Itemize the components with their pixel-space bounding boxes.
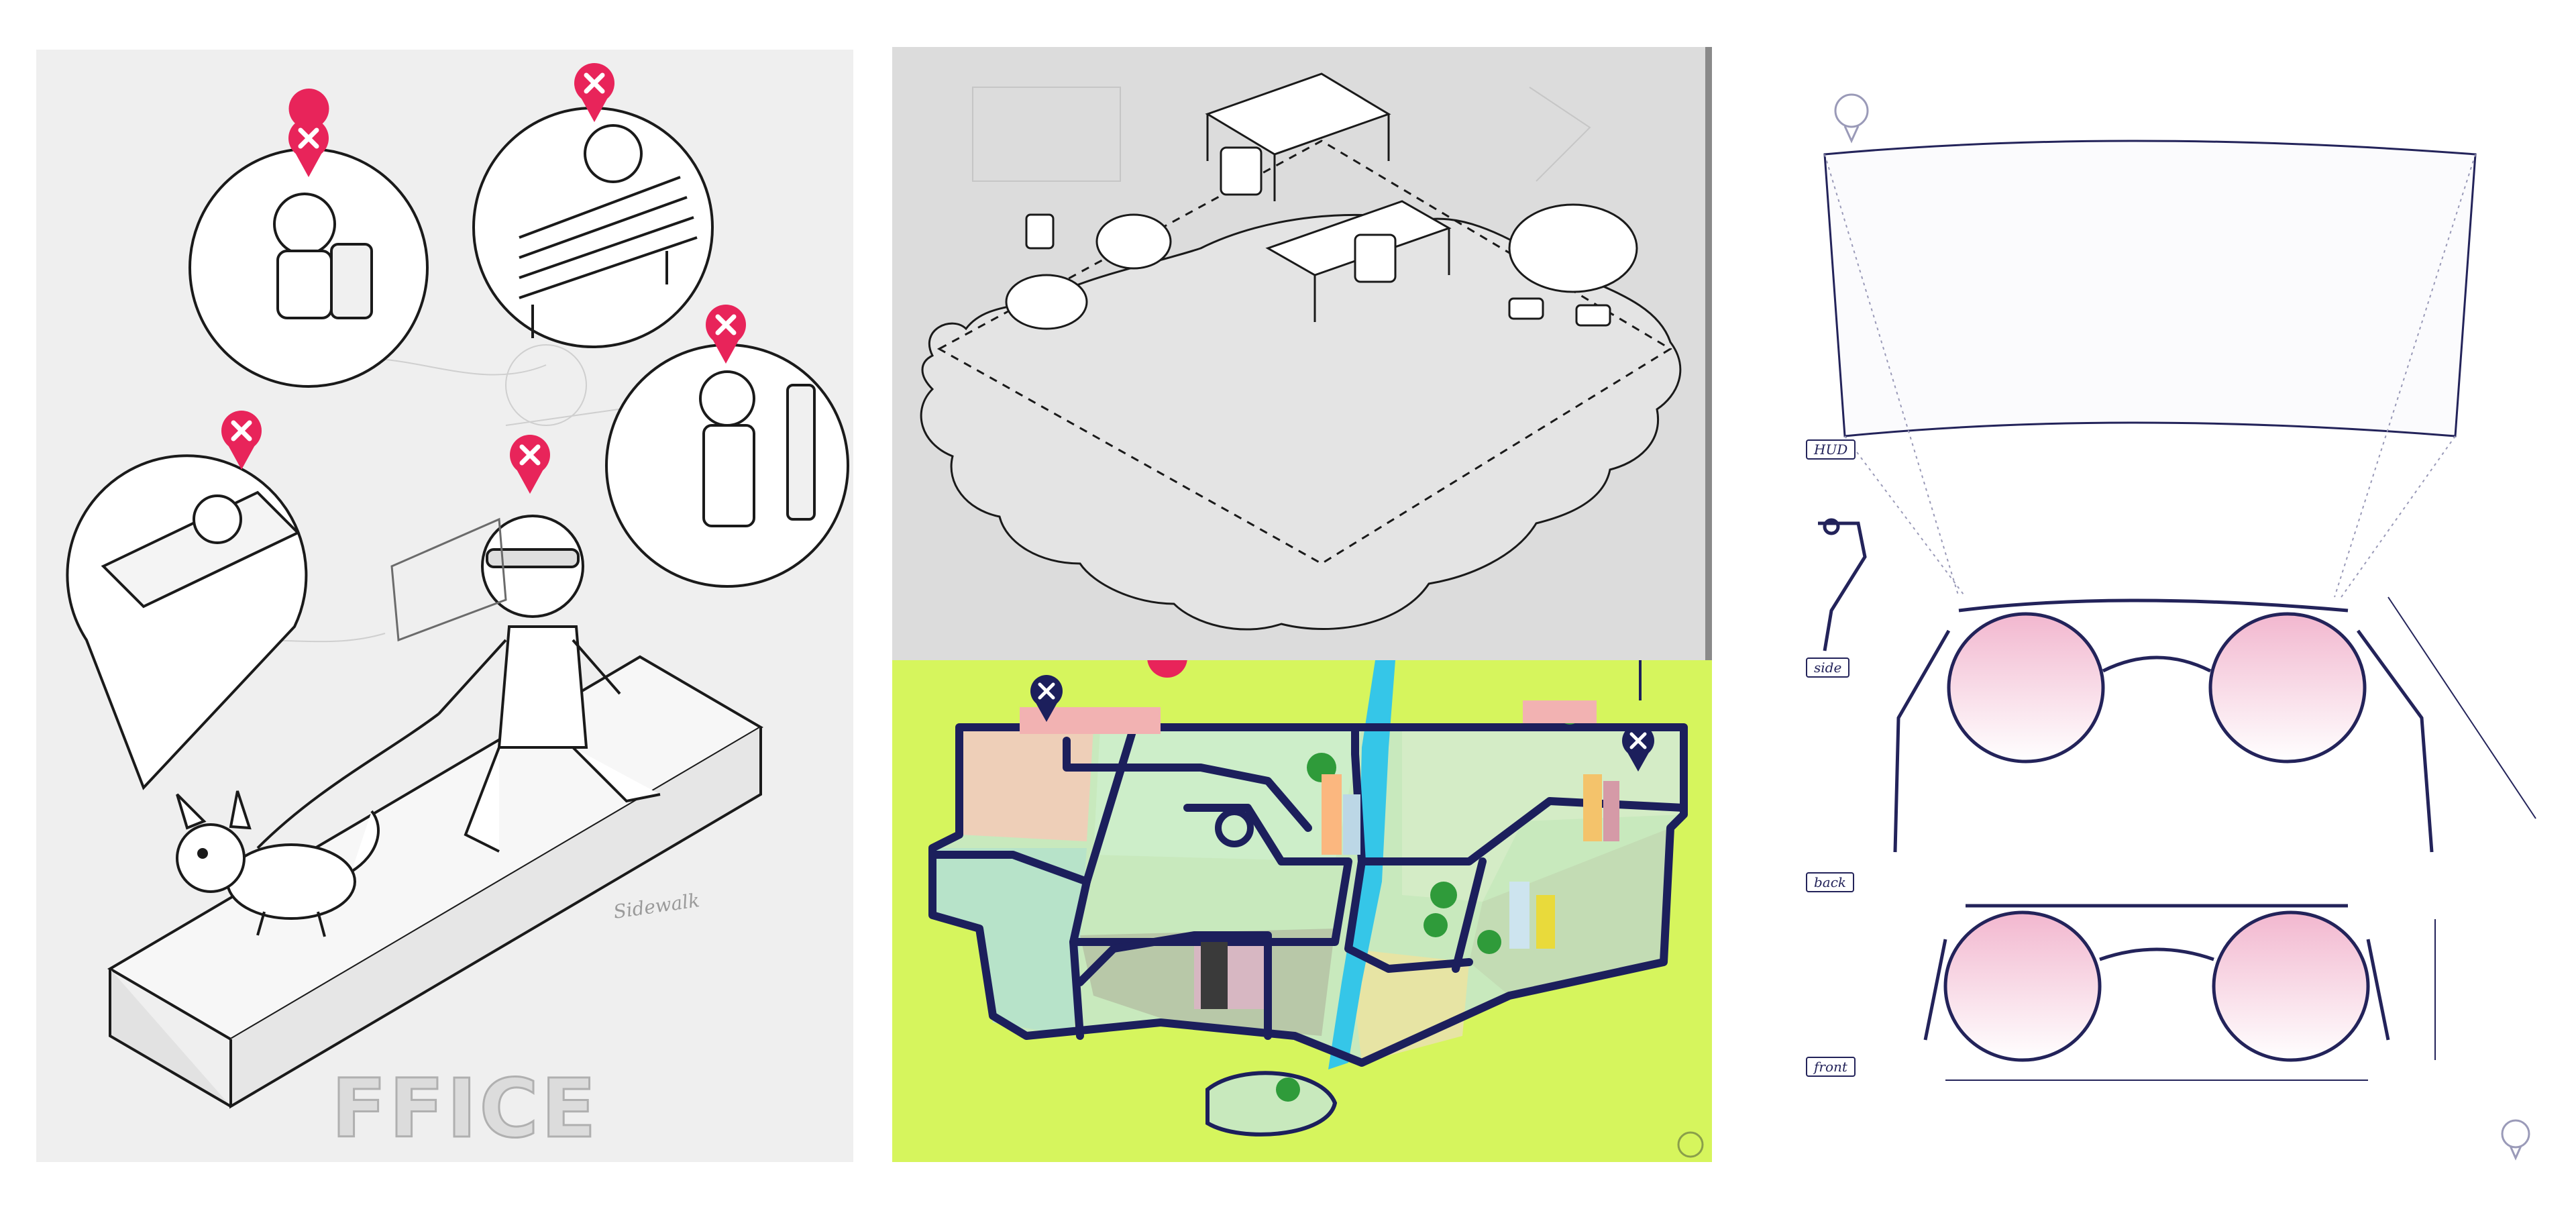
- vignette-bench: [472, 107, 714, 348]
- sidewalk-slab: [107, 655, 763, 1109]
- label-hud: HUD: [1806, 439, 1856, 460]
- sketch-illustration: [66, 63, 849, 1109]
- glasses-back-view: [1893, 598, 2434, 853]
- map-panel: [892, 660, 1712, 1162]
- label-front: front: [1806, 1057, 1856, 1077]
- dashed-zone: [936, 140, 1672, 565]
- glasses-technical-drawing: [1818, 93, 2536, 1161]
- brand-mark-icon: [1677, 1131, 1704, 1158]
- vignette-bus-stop: [605, 344, 849, 588]
- office-furniture: [1005, 72, 1638, 330]
- cloud-floor: [920, 213, 1682, 631]
- scroll-edge: [1705, 47, 1712, 660]
- dog-figure: [176, 790, 380, 937]
- label-back: back: [1806, 872, 1855, 892]
- vignette-bed: [66, 454, 308, 790]
- office-watermark: FFICE: [331, 1062, 599, 1157]
- building-icons: [1020, 700, 1619, 1009]
- hud-panel: [1823, 140, 2477, 437]
- dimension-lines: [1945, 596, 2536, 1081]
- brand-mark-icon: [1834, 93, 1869, 144]
- office-floor-illustration: [920, 47, 1712, 660]
- glasses-side-view: [1818, 518, 1867, 651]
- walking-character: [390, 515, 661, 853]
- vignette-toilet: [189, 148, 429, 388]
- sketch-panel: Sidewalk FFICE: [36, 50, 853, 1162]
- label-side: side: [1806, 658, 1850, 678]
- roundabout: [1215, 808, 1254, 847]
- brand-mark-icon: [2501, 1119, 2530, 1161]
- map-island: [1205, 1071, 1338, 1137]
- leash: [256, 713, 440, 849]
- glasses-front-view: [1923, 904, 2390, 1062]
- city-map-illustration: [928, 660, 1704, 1158]
- glasses-panel: HUD side back front: [1744, 47, 2549, 1174]
- office-panel: [892, 47, 1712, 660]
